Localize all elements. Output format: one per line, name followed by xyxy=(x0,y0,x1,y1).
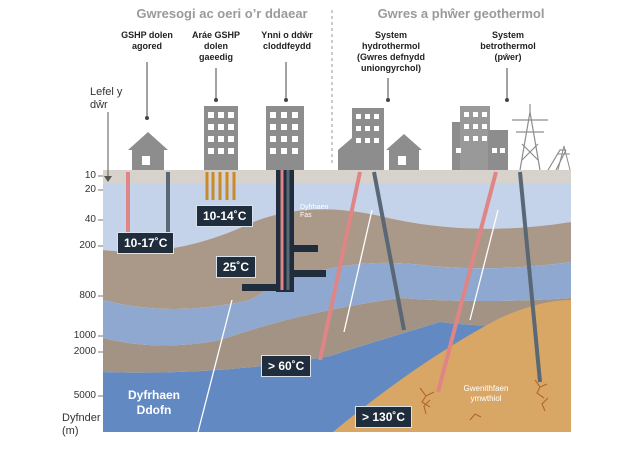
label-petrothermal-system: System betrothermol (pŵer) xyxy=(480,30,536,62)
lower-stratum-layer xyxy=(103,298,571,373)
depth-tick-marks xyxy=(98,175,103,397)
depth-tick-1000: 1000 xyxy=(73,330,96,341)
label-gshp-open-loop: GSHP dolen agored xyxy=(121,30,173,51)
hydrothermal-hot-pipe xyxy=(318,171,362,361)
closed-loop-collectors xyxy=(205,172,236,200)
temp-badge-mine-water: 25˚C xyxy=(216,256,257,278)
topsoil-layer xyxy=(103,170,571,183)
mine-water-system xyxy=(242,170,326,292)
label-leaders xyxy=(146,62,508,118)
house-open-loop-icon xyxy=(128,132,168,170)
depth-tick-20: 20 xyxy=(84,184,96,195)
power-pylon-icon xyxy=(512,104,567,171)
petrothermal-cold-pipe xyxy=(518,171,542,383)
depth-axis-title: Dyfnder (m) xyxy=(62,412,101,437)
fault-lines xyxy=(197,209,499,433)
depth-tick-40: 40 xyxy=(84,214,96,225)
office-closed-loop-icon xyxy=(204,106,238,170)
shallow-aquifer-layer xyxy=(103,183,571,252)
depth-tick-2000: 2000 xyxy=(73,346,96,357)
granite-fractures xyxy=(419,379,549,421)
label-deep-aquifer: Dyfrhaen Ddofn xyxy=(127,388,180,417)
apartments-hydrothermal-icon xyxy=(338,108,422,170)
label-granite-intrusion: Gwenithfaen ymwthiol xyxy=(463,384,509,403)
middle-aquifer-layer xyxy=(103,262,571,346)
office-mine-water-icon xyxy=(266,106,304,170)
water-level-arrow-icon xyxy=(104,176,112,182)
upper-stratum-layer xyxy=(103,209,571,309)
depth-tick-5000: 5000 xyxy=(73,390,96,401)
label-gshp-closed-loop: Aráe GSHP dolen gaeedig xyxy=(191,30,241,62)
label-hydrothermal-system: System hydrothermol (Gwres defnydd union… xyxy=(356,30,425,73)
depth-tick-800: 800 xyxy=(79,290,96,301)
temp-badge-hydrothermal: > 60˚C xyxy=(261,355,312,377)
granite-body xyxy=(333,300,571,432)
small-pylon-icon xyxy=(557,145,571,171)
temp-badge-closed-loop: 10-14˚C xyxy=(196,205,254,227)
leader-dots xyxy=(145,98,509,120)
temp-badge-open-loop: 10-17˚C xyxy=(117,232,175,254)
buildings-petrothermal-icon xyxy=(452,106,508,170)
petrothermal-hot-pipe xyxy=(436,171,498,393)
label-shallow-aquifer: Dyfrhaen Fas xyxy=(300,204,329,219)
temp-badge-petrothermal: > 130˚C xyxy=(355,406,413,428)
label-mine-water-energy: Ynni o ddŵr cloddfeydd xyxy=(261,30,313,51)
hydrothermal-cold-pipe xyxy=(372,171,406,331)
depth-tick-200: 200 xyxy=(79,240,96,251)
heading-geothermal-power: Gwres a phŵer geothermol xyxy=(377,6,545,21)
label-water-level: Lefel y dŵr xyxy=(90,86,123,111)
depth-tick-10: 10 xyxy=(84,170,96,181)
heading-ground-heating: Gwresogi ac oeri o’r ddaear xyxy=(136,6,308,21)
